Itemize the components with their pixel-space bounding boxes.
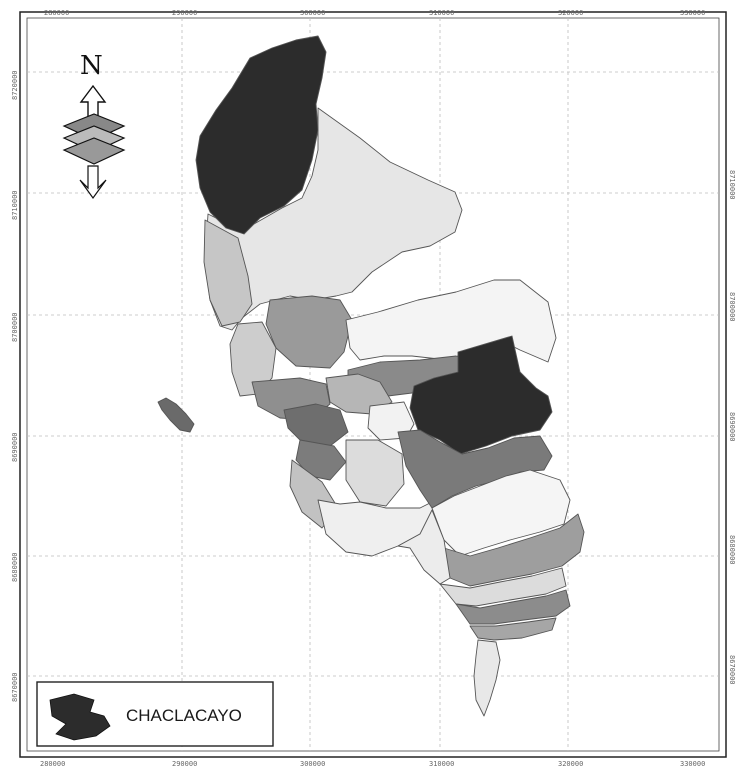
legend: CHACLACAYO (36, 681, 274, 747)
top-tick: 310000 (429, 9, 454, 17)
district-east-mid (397, 429, 553, 509)
bottom-tick: 290000 (172, 760, 197, 768)
island (157, 397, 195, 433)
bottom-tick: 300000 (300, 760, 325, 768)
top-tick: 290000 (172, 9, 197, 17)
bottom-tick: 310000 (429, 760, 454, 768)
right-coordinate-labels: 8710000 8700000 8690000 8680000 8670000 (728, 170, 735, 685)
district-highlight-north (195, 35, 327, 235)
bottom-tick: 330000 (680, 760, 705, 768)
legend-swatch-icon (49, 693, 111, 741)
left-tick: 8680000 (11, 552, 19, 582)
district-south-band-b (469, 617, 557, 641)
left-tick: 8700000 (11, 312, 19, 342)
district-south-coast-2 (439, 567, 567, 607)
district-south-coast-1 (397, 509, 451, 585)
district-central-e (295, 439, 347, 481)
district-central-b (283, 403, 349, 447)
bottom-tick: 280000 (40, 760, 65, 768)
north-arrow: N (62, 51, 126, 200)
bottom-coordinate-labels: 280000 290000 300000 310000 320000 33000… (40, 760, 705, 768)
south-arrow-icon (79, 165, 107, 200)
right-tick: 8670000 (728, 655, 735, 685)
district-highlight-east (409, 335, 553, 455)
left-coordinate-labels: 8720000 8710000 8700000 8690000 8680000 … (11, 70, 19, 702)
top-tick: 300000 (300, 9, 325, 17)
right-tick: 8710000 (728, 170, 735, 200)
north-letter: N (80, 51, 103, 81)
top-tick: 320000 (558, 9, 583, 17)
bottom-tick: 320000 (558, 760, 583, 768)
districts (157, 35, 585, 717)
right-tick: 8700000 (728, 292, 735, 322)
district-south-east-gray (443, 513, 585, 587)
legend-label: CHACLACAYO (126, 706, 242, 725)
left-tick: 8710000 (11, 190, 19, 220)
district-south-tip (473, 639, 501, 717)
layer-stack-icon (62, 113, 126, 165)
top-tick: 280000 (44, 9, 69, 17)
left-tick: 8670000 (11, 672, 19, 702)
district-central-f (345, 439, 405, 507)
right-tick: 8680000 (728, 535, 735, 565)
district-north-west (203, 219, 253, 327)
top-coordinate-labels: 280000 290000 300000 310000 320000 33000… (44, 9, 705, 17)
left-tick: 8720000 (11, 70, 19, 100)
right-tick: 8690000 (728, 412, 735, 442)
district-south-band-a (455, 589, 571, 625)
left-tick: 8690000 (11, 432, 19, 462)
top-tick: 330000 (680, 9, 705, 17)
district-mid-north (265, 295, 353, 369)
